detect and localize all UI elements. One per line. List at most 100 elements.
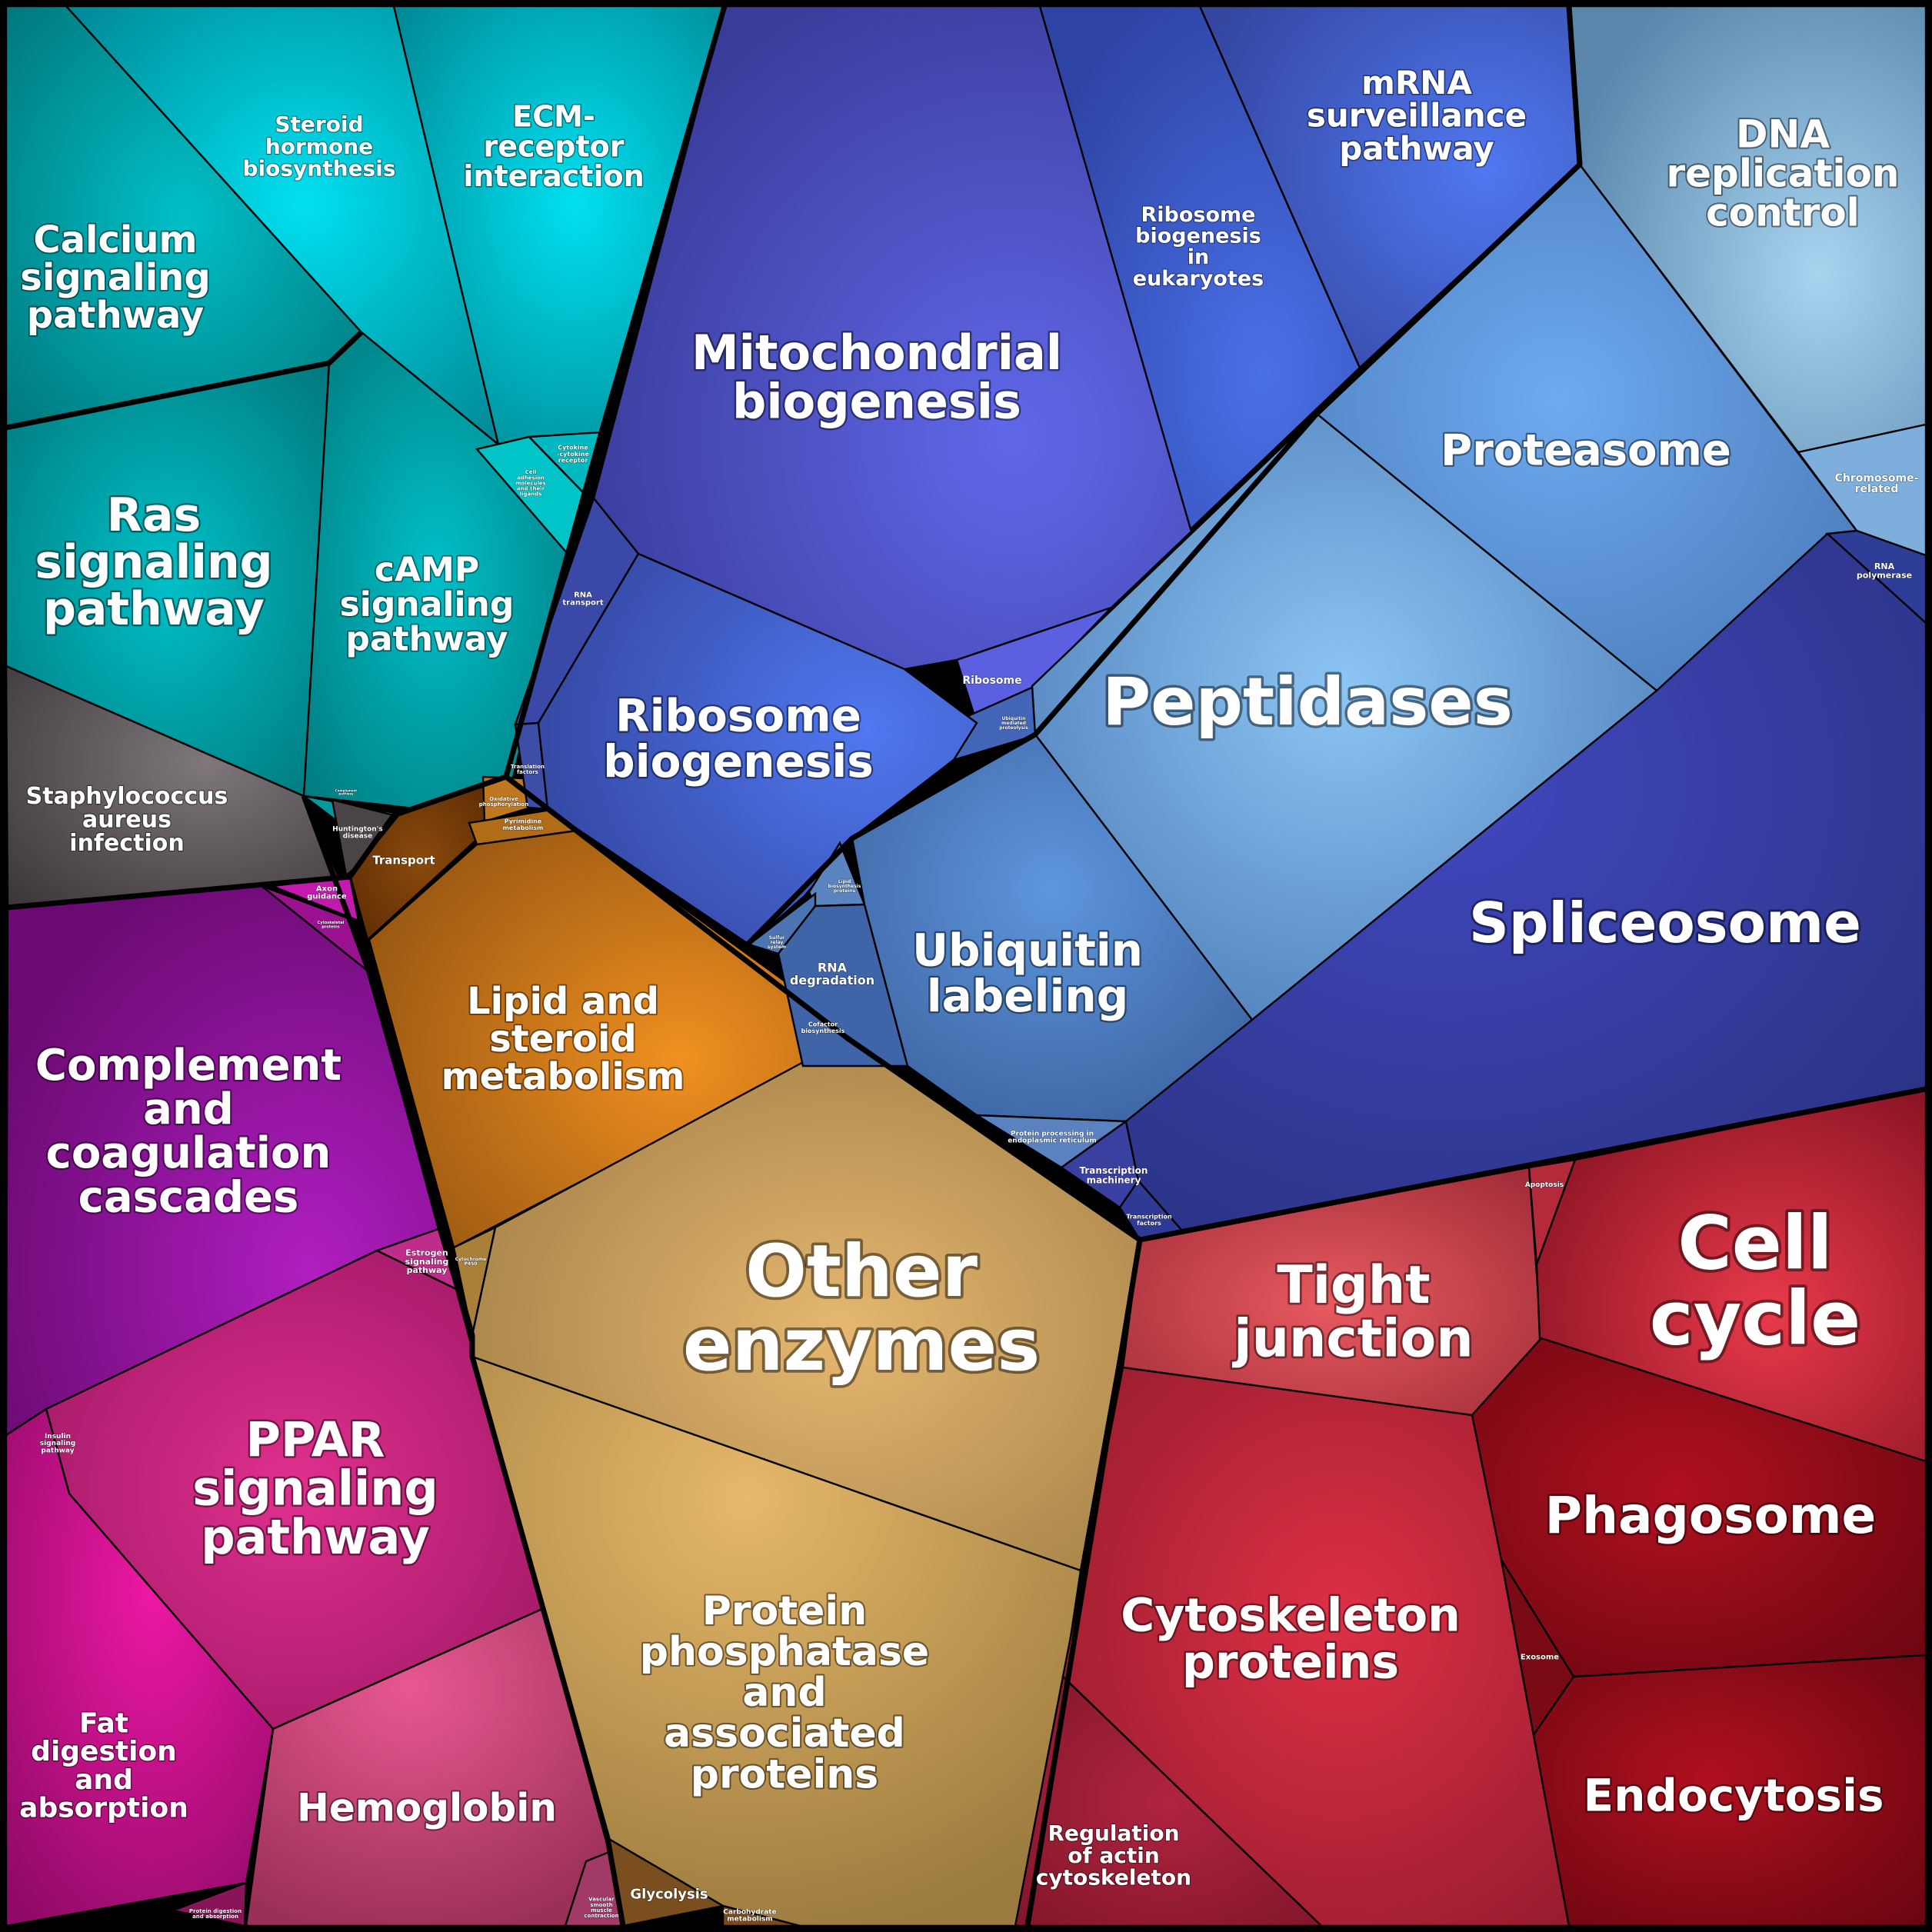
- label-line: proteins: [321, 924, 340, 929]
- label-line: adhesion: [517, 475, 545, 481]
- label-ribosome: Ribosome: [962, 675, 1021, 687]
- label-line: and their: [517, 486, 545, 492]
- label-line: Cytokine: [558, 445, 588, 451]
- label-line: hormone: [265, 134, 373, 159]
- label-line: Complement: [35, 1041, 341, 1091]
- label-line: infection: [69, 830, 184, 857]
- label-line: Phagosome: [1545, 1486, 1877, 1545]
- label-line: pathway: [27, 294, 204, 337]
- label-line: Huntington's: [332, 826, 383, 834]
- label-line: mRNA: [1361, 64, 1472, 102]
- label-line: Protein processing in: [1011, 1131, 1094, 1138]
- group-border: [5, 330, 364, 431]
- label-line: and: [742, 1670, 826, 1716]
- label-line: Cofactor: [808, 1021, 838, 1028]
- label-line: Ribosome: [1141, 203, 1256, 227]
- label-line: biogenesis: [603, 735, 874, 788]
- label-peptidases: Peptidases: [1102, 664, 1513, 741]
- label-line: Proteasome: [1441, 426, 1731, 476]
- label-line: control: [1706, 191, 1860, 235]
- label-line: and absorption: [192, 1914, 238, 1920]
- label-endocytosis: Endocytosis: [1584, 1769, 1884, 1821]
- label-line: and: [143, 1084, 234, 1134]
- label-line: phosphorylation: [479, 801, 528, 808]
- label-line: guidance: [307, 893, 347, 901]
- label-line: ECM-: [512, 100, 595, 134]
- label-line: signaling: [20, 256, 210, 299]
- label-line: biosynthesis: [243, 155, 396, 181]
- label-line: Sulfur: [769, 935, 785, 941]
- label-line: associated: [664, 1710, 905, 1757]
- label-line: Mitochondrial: [691, 325, 1062, 381]
- label-apoptosis: Apoptosis: [1525, 1181, 1564, 1189]
- label-line: Transcription: [1080, 1165, 1148, 1176]
- label-line: system: [768, 944, 786, 950]
- label-line: RNA: [818, 960, 848, 974]
- group-border: [503, 5, 728, 778]
- label-line: steroid: [489, 1018, 637, 1061]
- label-line: Vascular: [588, 1897, 615, 1903]
- group-borders: [5, 5, 1927, 1927]
- label-line: signaling: [40, 1440, 75, 1447]
- label-line: metabolism: [441, 1055, 685, 1098]
- label-line: cAMP: [375, 551, 479, 590]
- label-line: Transport: [372, 853, 435, 867]
- label-line: Chromosome-: [1835, 472, 1919, 485]
- label-line: Lipid: [838, 879, 851, 884]
- label-line: molecules: [515, 480, 546, 486]
- label-line: pathway: [345, 619, 508, 658]
- label-line: Translation: [511, 764, 545, 770]
- label-line: polymerase: [1857, 570, 1912, 580]
- label-line: digestion: [31, 1736, 177, 1767]
- label-line: pathway: [338, 791, 354, 795]
- label-chromosome: Chromosome-related: [1835, 472, 1919, 495]
- label-line: Complement: [335, 788, 358, 792]
- label-line: Cytoskeleton: [1121, 1588, 1461, 1642]
- label-line: junction: [1231, 1308, 1473, 1369]
- label-hemoglobin: Hemoglobin: [297, 1786, 557, 1830]
- label-line: Cytochrome: [455, 1257, 487, 1262]
- label-line: surveillance: [1307, 97, 1527, 135]
- label-line: signaling: [192, 1461, 438, 1517]
- label-line: receptor: [558, 457, 588, 464]
- label-line: P450: [465, 1261, 478, 1267]
- label-line: coagulation: [46, 1128, 331, 1178]
- label-line: -cytokine: [557, 451, 589, 458]
- label-line: Transcription: [1126, 1214, 1172, 1221]
- cell-protein-digestion: [169, 1881, 248, 1927]
- label-line: pathway: [41, 1447, 74, 1454]
- label-line: Apoptosis: [1525, 1181, 1564, 1189]
- label-line: biosynthesis: [828, 884, 861, 889]
- label-line: Axon: [316, 884, 338, 893]
- label-line: factors: [1137, 1220, 1161, 1227]
- label-line: endoplasmic reticulum: [1008, 1138, 1097, 1145]
- label-line: Ribosome: [962, 675, 1021, 687]
- label-line: Glycolysis: [630, 1886, 708, 1902]
